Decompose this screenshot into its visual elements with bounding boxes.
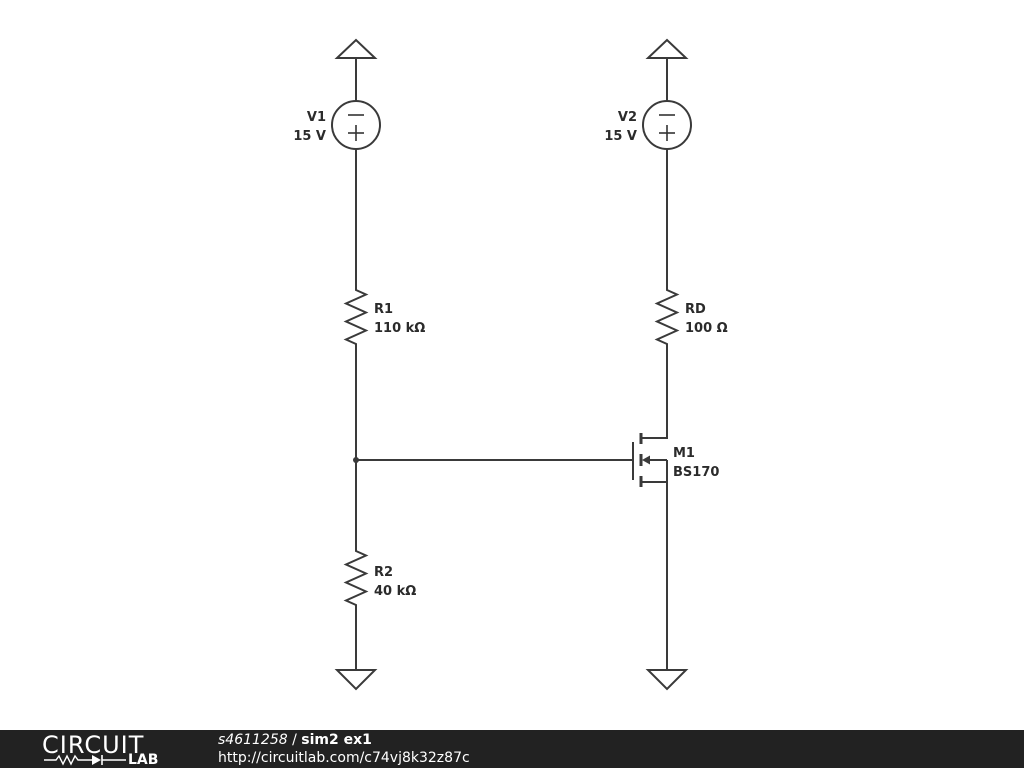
- circuit-meta: s4611258 / sim2 ex1 http://circuitlab.co…: [218, 731, 470, 767]
- rd-name-label: RD: [685, 302, 706, 317]
- circuit-schematic: V1 15 V R1 110 kΩ R2 40 kΩ V2 15 V RD 1: [293, 38, 728, 691]
- logo-resistor-diode-icon: [44, 754, 126, 766]
- r1-value-label: 110 kΩ: [374, 321, 425, 336]
- m1-name-label: M1: [673, 446, 695, 461]
- v2-value-label: 15 V: [604, 129, 637, 144]
- logo-sub-text: LAB: [128, 752, 159, 768]
- voltage-source-v1[interactable]: [331, 100, 381, 150]
- circuit-author[interactable]: s4611258: [218, 732, 288, 748]
- r2-value-label: 40 kΩ: [374, 584, 416, 599]
- circuit-title[interactable]: sim2 ex1: [301, 732, 372, 748]
- m1-value-label: BS170: [673, 465, 719, 480]
- r2-name-label: R2: [374, 565, 393, 580]
- left-branch: V1 15 V R1 110 kΩ R2 40 kΩ: [293, 38, 425, 691]
- title-separator: /: [287, 732, 302, 748]
- voltage-source-v2[interactable]: [642, 100, 692, 150]
- resistor-r1[interactable]: [343, 283, 369, 351]
- resistor-rd[interactable]: [654, 283, 680, 351]
- circuitlab-logo[interactable]: CIRCUIT LAB: [42, 732, 182, 768]
- ground-symbol-left: [334, 669, 378, 691]
- v1-value-label: 15 V: [293, 129, 326, 144]
- right-branch: V2 15 V RD 100 Ω M1 BS170: [604, 38, 728, 691]
- ground-symbol-right: [645, 669, 689, 691]
- logo-wordmark: CIRCUIT: [42, 731, 145, 759]
- circuit-title-line: s4611258 / sim2 ex1: [218, 731, 470, 749]
- v2-name-label: V2: [618, 110, 637, 125]
- circuit-url[interactable]: http://circuitlab.com/c74vj8k32z87c: [218, 750, 470, 766]
- r1-name-label: R1: [374, 302, 393, 317]
- supply-arrow-v1: [334, 38, 378, 59]
- footer-bar: CIRCUIT LAB s4611258 / sim2 ex1 http://c…: [0, 730, 1024, 768]
- mosfet-m1[interactable]: [632, 433, 668, 487]
- v1-name-label: V1: [307, 110, 326, 125]
- supply-arrow-v2: [645, 38, 689, 59]
- resistor-r2[interactable]: [343, 544, 369, 612]
- rd-value-label: 100 Ω: [685, 321, 728, 336]
